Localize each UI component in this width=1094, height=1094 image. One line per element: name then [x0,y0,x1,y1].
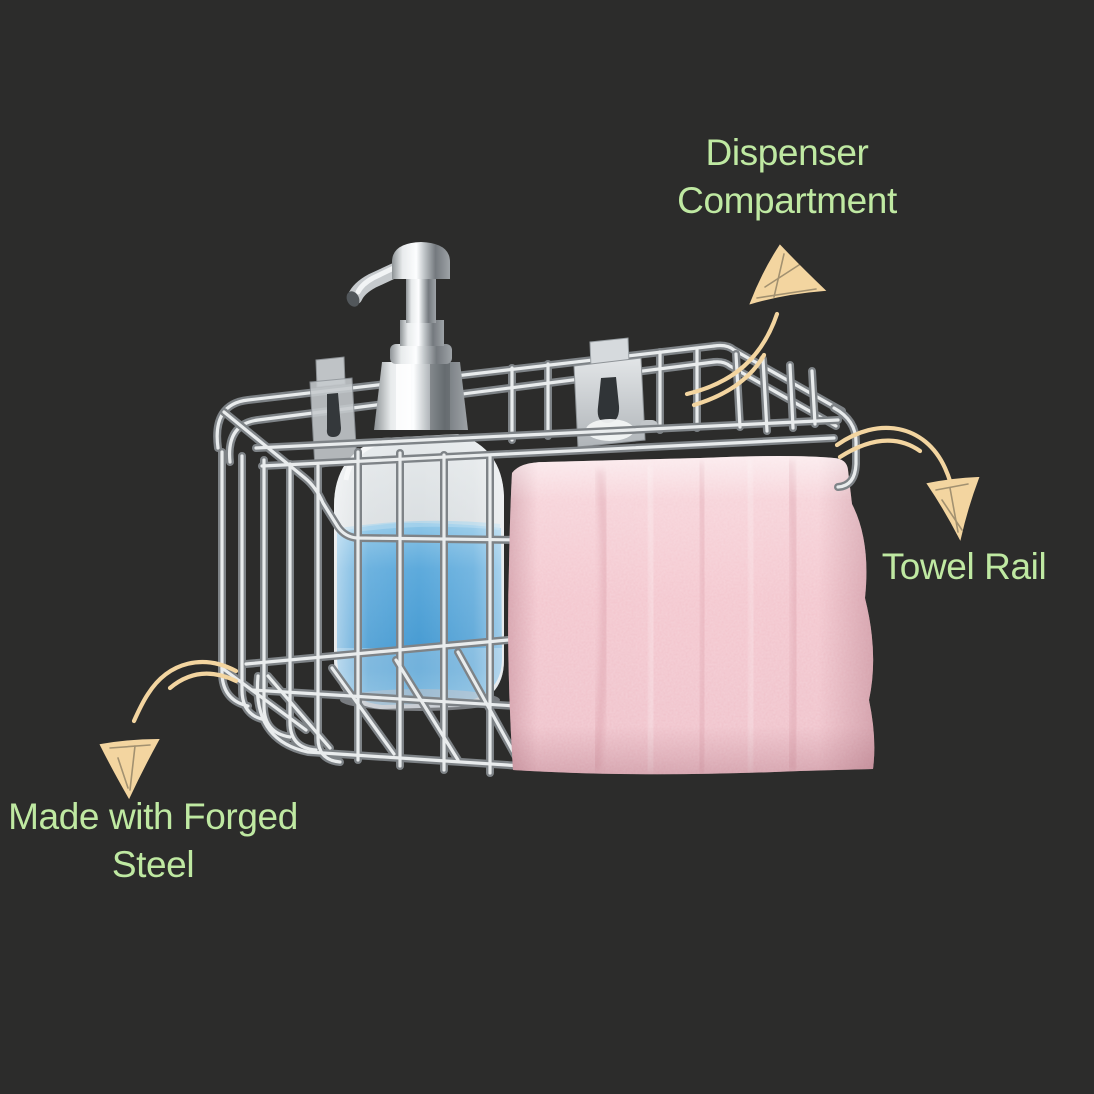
pump-cap [374,362,468,430]
dispenser-pump [346,242,468,430]
towel-rail-arrow-icon [834,425,980,541]
label-towel-rail: Towel Rail [764,543,1094,591]
label-line: Compartment [677,180,897,221]
forged-steel-arrow-icon [99,659,239,800]
label-dispenser-compartment: Dispenser Compartment [587,129,987,225]
pink-towel [508,456,875,775]
label-line: Made with Forged [8,796,298,837]
label-line: Steel [111,844,195,885]
dispenser-arrow-icon [684,244,827,408]
label-line: Towel Rail [881,546,1047,587]
label-line: Dispenser [705,132,869,173]
pump-head [392,242,450,279]
label-forged-steel: Made with Forged Steel [0,793,353,889]
wall-mount-bracket-right [573,337,658,448]
